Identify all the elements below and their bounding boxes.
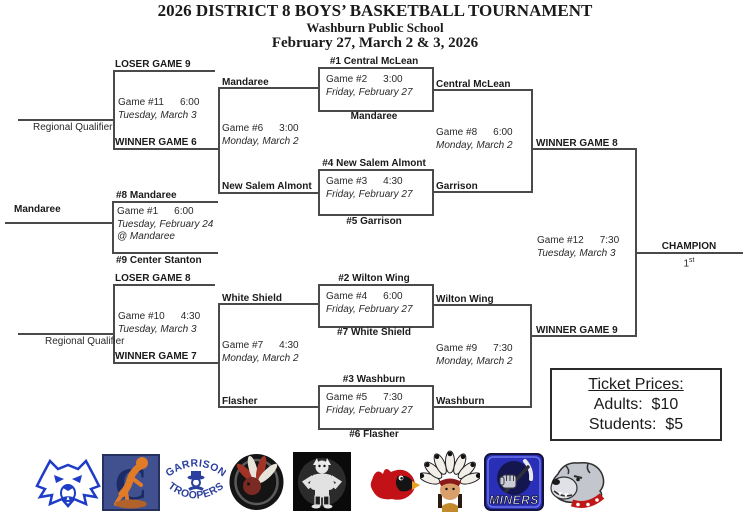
slot-regional-qualifier-bottom: Regional Qualifier [45,336,125,347]
team-game3-bottom: #5 Garrison [346,216,402,227]
team-game1-top: #8 Mandaree [116,190,177,201]
line-garrison [430,191,533,193]
connector-game1 [112,201,114,254]
connector-game9 [530,304,532,408]
team-game6-bottom: New Salem Almont [222,181,312,192]
line-game7-bottom [218,406,318,408]
team-game5-top: #3 Washburn [342,374,406,385]
school-name: Washburn Public School [306,20,444,35]
team-game2-bottom: Mandaree [350,111,398,122]
team-game8-top: Central McLean [436,79,511,90]
troopers-text: TROOPERS [166,480,226,502]
team-game4-top: #2 Wilton Wing [338,273,410,284]
line-winner-game6 [113,148,220,150]
slot-loser-game8: LOSER GAME 8 [115,273,191,284]
cougars-logo: C [102,454,160,511]
miners-logo: MINERS [484,453,544,511]
connector-game6 [218,87,220,194]
cardinals-logo [370,468,420,500]
team-game7-bottom: Flasher [222,396,258,407]
team-game5-bottom: #6 Flasher [349,429,399,440]
ticket-price-students: Students: $5 [588,416,684,433]
line-game7-top [218,303,318,305]
line-regional-qualifier-bottom [18,333,113,335]
wildcats-logo [35,458,101,508]
connector-game10 [113,284,115,364]
connector-game11 [113,70,115,150]
ticket-price-adults: Adults: $10 [593,396,679,413]
line-game1-bottom [112,252,218,254]
garrison-troopers-logo: GARRISON TROOPERS [166,457,226,502]
line-wilton-wing [430,304,532,306]
team-game6-top: Mandaree [222,77,269,88]
connector-game7 [218,303,220,408]
team-game8-bottom: Garrison [436,181,478,192]
line-winner-game7 [113,362,220,364]
champion-label: CHAMPION [661,241,717,252]
line-loser-game8 [113,284,215,286]
team-game9-bottom: Washburn [436,396,485,407]
champion-place: 1st [683,257,695,270]
slot-winner-game9: WINNER GAME 9 [536,325,618,336]
line-champion [635,252,743,254]
slot-winner-game8: WINNER GAME 8 [536,138,618,149]
line-winner-game9 [530,335,637,337]
team-game9-top: Wilton Wing [436,294,494,305]
line-mandaree-feed [5,222,112,224]
slot-winner-game6: WINNER GAME 6 [115,137,197,148]
connector-game8 [531,89,533,193]
line-game1-top [112,201,218,203]
team-game1-bottom: #9 Center Stanton [116,255,202,266]
ticket-prices-title: Ticket Prices: [588,376,684,393]
warriors-logo [229,454,284,510]
team-game1-winner: Mandaree [14,204,61,215]
slot-winner-game7: WINNER GAME 7 [115,351,197,362]
slot-loser-game9: LOSER GAME 9 [115,59,191,70]
line-game6-top [218,87,318,89]
svg-text:TROOPERS: TROOPERS [166,480,226,502]
team-game4-bottom: #7 White Shield [337,327,411,338]
header: 2026 DISTRICT 8 BOYS’ BASKETBALL TOURNAM… [0,1,750,52]
line-loser-game9 [113,70,215,72]
line-washburn [430,406,532,408]
tournament-dates: February 27, March 2 & 3, 2026 [271,35,479,51]
bulldogs-logo [550,461,605,508]
team-game7-top: White Shield [222,293,282,304]
miners-text: MINERS [489,493,539,507]
slot-regional-qualifier-top: Regional Qualifier [33,122,113,133]
demons-logo [293,452,351,511]
line-regional-qualifier-top [18,119,113,121]
line-game6-bottom [218,192,318,194]
page-title: 2026 DISTRICT 8 BOYS’ BASKETBALL TOURNAM… [157,1,593,20]
team-game2-top: #1 Central McLean [329,56,419,67]
team-game3-top: #4 New Salem Almont [322,158,426,169]
chiefs-logo [420,450,480,512]
line-winner-game8 [531,148,637,150]
line-central-mclean [430,89,533,91]
connector-game12 [635,148,637,337]
ticket-prices-box: Ticket Prices: Adults: $10 Students: $5 [550,368,722,441]
